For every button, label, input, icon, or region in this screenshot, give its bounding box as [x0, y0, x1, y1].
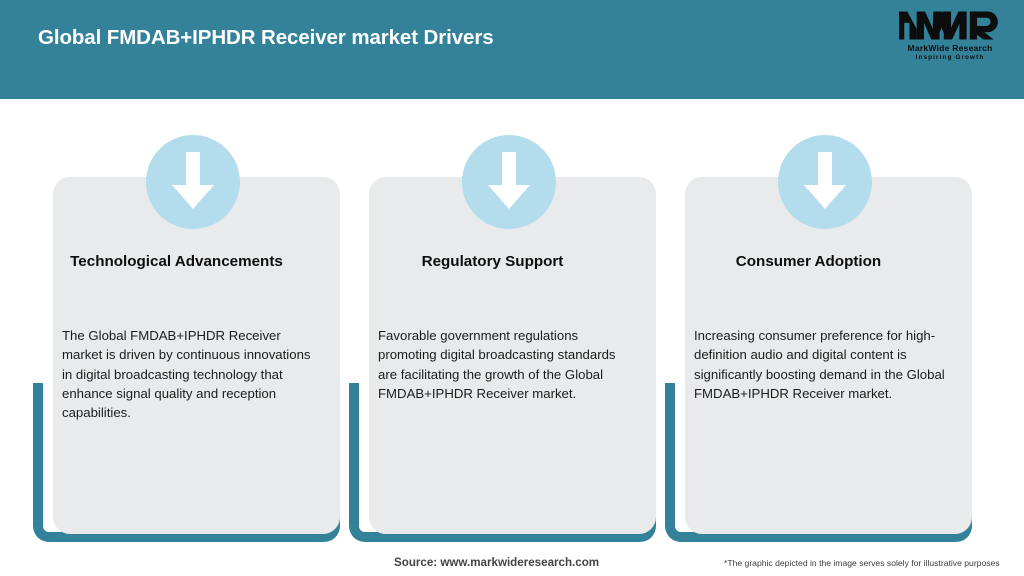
down-arrow-glyph	[488, 152, 530, 209]
card-heading: Regulatory Support	[421, 253, 564, 270]
driver-card-technological-advancements[interactable]: Technological Advancements The Global FM…	[33, 99, 360, 543]
footer-source: Source: www.markwideresearch.com	[394, 556, 600, 569]
card-body-text: Increasing consumer preference for high-…	[694, 328, 945, 401]
card-panel	[53, 177, 340, 534]
card-panel	[685, 177, 972, 534]
down-arrow-icon	[146, 135, 240, 229]
down-arrow-icon	[778, 135, 872, 229]
down-arrow-icon	[462, 135, 556, 229]
card-body-text: The Global FMDAB+IPHDR Receiver market i…	[62, 328, 311, 421]
down-arrow-glyph	[804, 152, 846, 209]
mwr-logo-icon	[899, 11, 998, 40]
card-heading: Technological Advancements	[70, 253, 283, 270]
card-heading: Consumer Adoption	[735, 253, 882, 270]
driver-card-consumer-adoption[interactable]: Consumer Adoption Increasing consumer pr…	[665, 99, 992, 543]
footer-disclaimer: *The graphic depicted in the image serve…	[724, 558, 1000, 568]
logo-company-name: MarkWide Research	[907, 43, 993, 53]
card-panel	[369, 177, 656, 534]
card-body-text: Favorable government regulations promoti…	[378, 328, 616, 401]
down-arrow-glyph	[172, 152, 214, 209]
header-band	[0, 0, 1024, 99]
driver-card-regulatory-support[interactable]: Regulatory Support Favorable government …	[349, 99, 676, 543]
page-title: Global FMDAB+IPHDR Receiver market Drive…	[38, 26, 494, 49]
markwide-research-logo: MarkWide Research Inspiring Growth	[898, 9, 1002, 67]
logo-tagline: Inspiring Growth	[915, 54, 985, 61]
drivers-card-row: Technological Advancements The Global FM…	[0, 99, 1024, 543]
